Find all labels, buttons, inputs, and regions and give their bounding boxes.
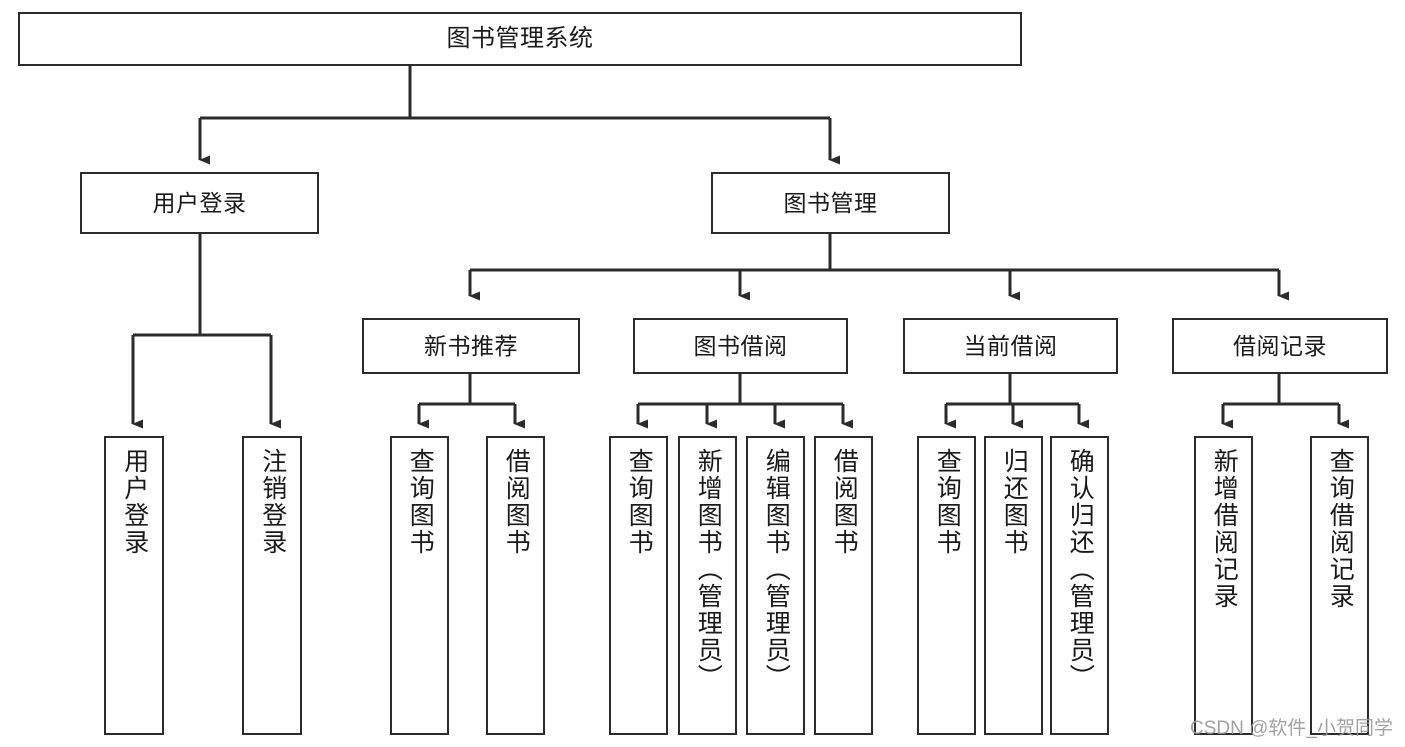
node-leaf-query-borrow-record[interactable]: 查询借阅记录 (1310, 436, 1369, 735)
node-label: 编辑图书（管理员） (762, 448, 791, 691)
node-book-manage[interactable]: 图书管理 (711, 172, 950, 234)
node-leaf-add-book-admin[interactable]: 新增图书（管理员） (678, 436, 737, 735)
node-label: 用户登录 (152, 189, 247, 216)
node-label: 当前借阅 (963, 332, 1058, 359)
node-label: 借阅图书 (830, 448, 859, 556)
node-leaf-add-borrow-record[interactable]: 新增借阅记录 (1194, 436, 1253, 735)
node-borrow-record[interactable]: 借阅记录 (1172, 318, 1388, 374)
node-leaf-confirm-return-admin[interactable]: 确认归还（管理员） (1050, 436, 1109, 735)
node-label: 归还图书 (1000, 448, 1029, 556)
node-leaf-logout[interactable]: 注销登录 (242, 436, 302, 735)
node-new-book-recommend[interactable]: 新书推荐 (362, 318, 580, 374)
node-label: 新书推荐 (424, 332, 518, 359)
node-label: 借阅记录 (1233, 332, 1327, 359)
node-label: 图书管理 (783, 189, 878, 216)
node-label: 查询图书 (625, 448, 654, 556)
node-user-login[interactable]: 用户登录 (80, 172, 319, 234)
node-leaf-query-book-current[interactable]: 查询图书 (917, 436, 976, 735)
node-current-borrow[interactable]: 当前借阅 (903, 318, 1118, 374)
node-label: 查询借阅记录 (1326, 448, 1355, 610)
node-leaf-borrow-book-recommend[interactable]: 借阅图书 (486, 436, 545, 735)
node-label: 图书借阅 (693, 332, 788, 359)
node-book-borrow[interactable]: 图书借阅 (633, 318, 848, 374)
node-label: 借阅图书 (502, 448, 531, 556)
node-leaf-query-book-borrow[interactable]: 查询图书 (609, 436, 668, 735)
node-root-system[interactable]: 图书管理系统 (18, 12, 1022, 66)
node-label: 新增借阅记录 (1210, 448, 1239, 610)
node-label: 确认归还（管理员） (1066, 448, 1095, 691)
node-label: 查询图书 (933, 448, 962, 556)
node-leaf-query-book-recommend[interactable]: 查询图书 (390, 436, 449, 735)
node-leaf-user-login[interactable]: 用户登录 (104, 436, 164, 735)
node-leaf-borrow-book[interactable]: 借阅图书 (814, 436, 873, 735)
csdn-watermark: CSDN @软件_小贺同学 (1190, 718, 1393, 739)
node-leaf-edit-book-admin[interactable]: 编辑图书（管理员） (746, 436, 805, 735)
node-label: 用户登录 (120, 448, 149, 556)
node-label: 图书管理系统 (446, 25, 594, 53)
node-label: 注销登录 (258, 448, 287, 556)
node-label: 新增图书（管理员） (694, 448, 723, 691)
node-leaf-return-book[interactable]: 归还图书 (984, 436, 1043, 735)
node-label: 查询图书 (406, 448, 435, 556)
